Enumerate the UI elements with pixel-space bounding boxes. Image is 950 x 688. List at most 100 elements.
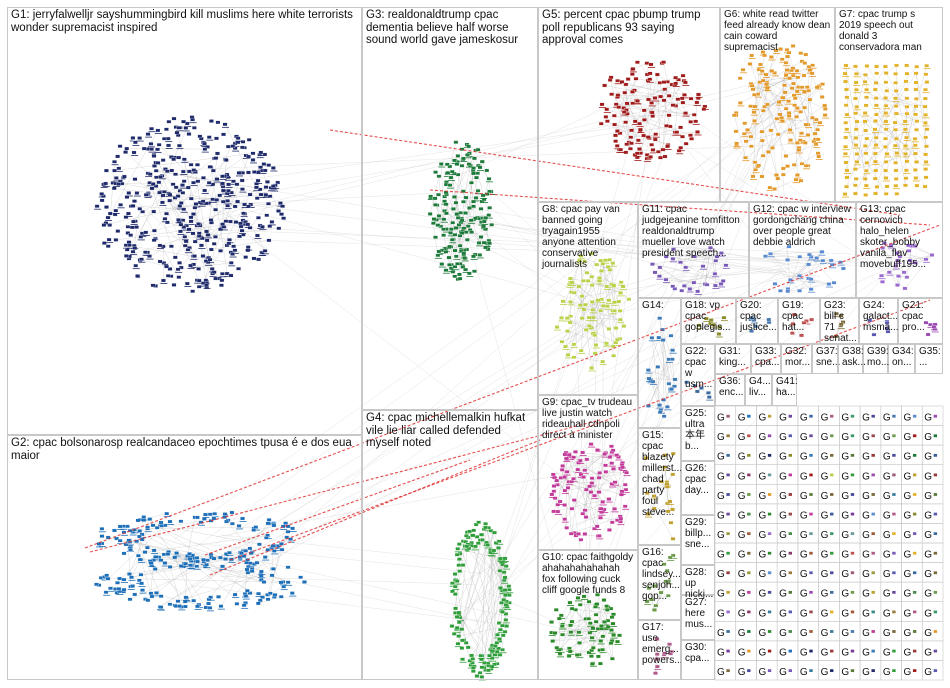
- mini-group-node: [830, 590, 834, 594]
- group-panel-g40: G4... liv...: [745, 374, 772, 406]
- edge: [103, 187, 272, 226]
- group-panel-g8: G8: cpac pay van banned going tryagain19…: [538, 202, 638, 395]
- edge: [876, 81, 907, 138]
- edge: [672, 359, 675, 387]
- group-label-g20: G20: cpac justice...: [740, 300, 777, 333]
- edge: [866, 138, 897, 154]
- mini-group-node: [726, 649, 730, 653]
- inter-group-edge: [476, 243, 579, 293]
- group-label-g13: G13: cpac cernovich halo_helen skoter_bo…: [860, 204, 926, 270]
- edge: [467, 154, 472, 183]
- group-label-g30: G30: cpa...: [685, 642, 710, 664]
- edge: [602, 263, 615, 303]
- node: [181, 225, 187, 229]
- edge: [647, 467, 665, 515]
- edge: [556, 480, 600, 493]
- node: [195, 179, 201, 184]
- edge: [591, 353, 596, 369]
- mini-group-label: G: [904, 628, 912, 639]
- mini-group-label: G: [904, 510, 912, 521]
- inter-group-edge: [674, 136, 778, 265]
- mini-group-node: [809, 512, 813, 516]
- node: [199, 243, 204, 248]
- inter-group-edge: [471, 216, 685, 272]
- mini-group-node: [830, 453, 834, 457]
- mini-group-node: [850, 493, 855, 496]
- edge: [876, 114, 926, 170]
- mini-group-label: G: [883, 550, 891, 561]
- edge: [899, 256, 926, 260]
- mini-group-node: [912, 551, 917, 555]
- edge: [211, 240, 269, 250]
- node: [156, 180, 162, 185]
- mini-group-node: [809, 610, 813, 614]
- node: [147, 172, 153, 176]
- edge: [190, 565, 264, 583]
- edge: [599, 472, 616, 483]
- mini-group-label: G: [924, 608, 932, 619]
- mini-group-node: [809, 473, 813, 477]
- mini-group-node: [726, 532, 730, 536]
- mini-group-label: G: [717, 510, 725, 521]
- node: [153, 169, 159, 173]
- edge: [185, 523, 271, 602]
- group-label-g36: G36: enc...: [719, 376, 744, 398]
- node: [213, 207, 218, 212]
- edge: [799, 264, 809, 276]
- node: [256, 257, 261, 262]
- node: [104, 205, 109, 209]
- mini-group-label: G: [717, 608, 725, 619]
- edge: [770, 246, 790, 255]
- node: [219, 283, 224, 288]
- group-label-g21: G21: cpac pro...: [902, 300, 927, 333]
- group-panel-g17: G17: use emerg... powers...: [638, 620, 683, 680]
- mini-group-node: [871, 669, 875, 673]
- group-panel-g41: G41: ha...: [772, 374, 798, 406]
- node: [247, 192, 253, 197]
- mini-group-node: [830, 512, 834, 516]
- mini-group-node: [767, 493, 772, 496]
- edge: [482, 161, 492, 192]
- node: [166, 119, 172, 124]
- mini-group-label: G: [841, 628, 849, 639]
- edge: [570, 626, 609, 652]
- mini-group-node: [788, 571, 792, 575]
- edge: [459, 544, 501, 655]
- node: [161, 278, 166, 283]
- edge-layer: [101, 48, 936, 678]
- node: [223, 158, 229, 162]
- mini-group-node: [912, 532, 917, 536]
- node: [113, 208, 119, 213]
- node: [185, 185, 191, 190]
- mini-group-node: [850, 571, 855, 575]
- node: [186, 227, 192, 232]
- edge: [646, 454, 666, 459]
- group-panel-g3: G3: realdonaldtrump cpac dementia believ…: [362, 7, 538, 410]
- edge: [869, 320, 887, 322]
- mini-group-node: [933, 571, 938, 575]
- edge: [609, 269, 625, 327]
- inter-group-edge: [687, 258, 799, 261]
- mini-group-node: [850, 532, 855, 536]
- node: [148, 142, 154, 146]
- edge: [561, 331, 568, 342]
- mini-group-label: G: [883, 569, 891, 580]
- group-panel-g10: G10: cpac faithgoldy ahahahahahahah fox …: [538, 550, 638, 680]
- node: [241, 211, 246, 216]
- inter-group-edge: [448, 203, 795, 266]
- mini-group-node: [830, 493, 834, 496]
- inter-group-edge: [594, 275, 712, 502]
- node: [169, 244, 174, 249]
- mini-group-label: G: [862, 608, 870, 619]
- group-label-g7: G7: cpac trump s 2019 speech out donald …: [839, 9, 922, 53]
- node: [188, 162, 194, 167]
- mini-group-label: G: [717, 413, 725, 424]
- inter-group-edge: [460, 207, 580, 648]
- group-label-g1: G1: jerryfalwelljr sayshummingbird kill …: [11, 9, 357, 34]
- group-panel-g18: G18: vp cpac goplegis...: [681, 298, 736, 344]
- edge: [613, 285, 618, 340]
- edge: [801, 322, 805, 336]
- node: [250, 158, 256, 162]
- mini-group-label: G: [883, 510, 891, 521]
- edge: [673, 248, 718, 257]
